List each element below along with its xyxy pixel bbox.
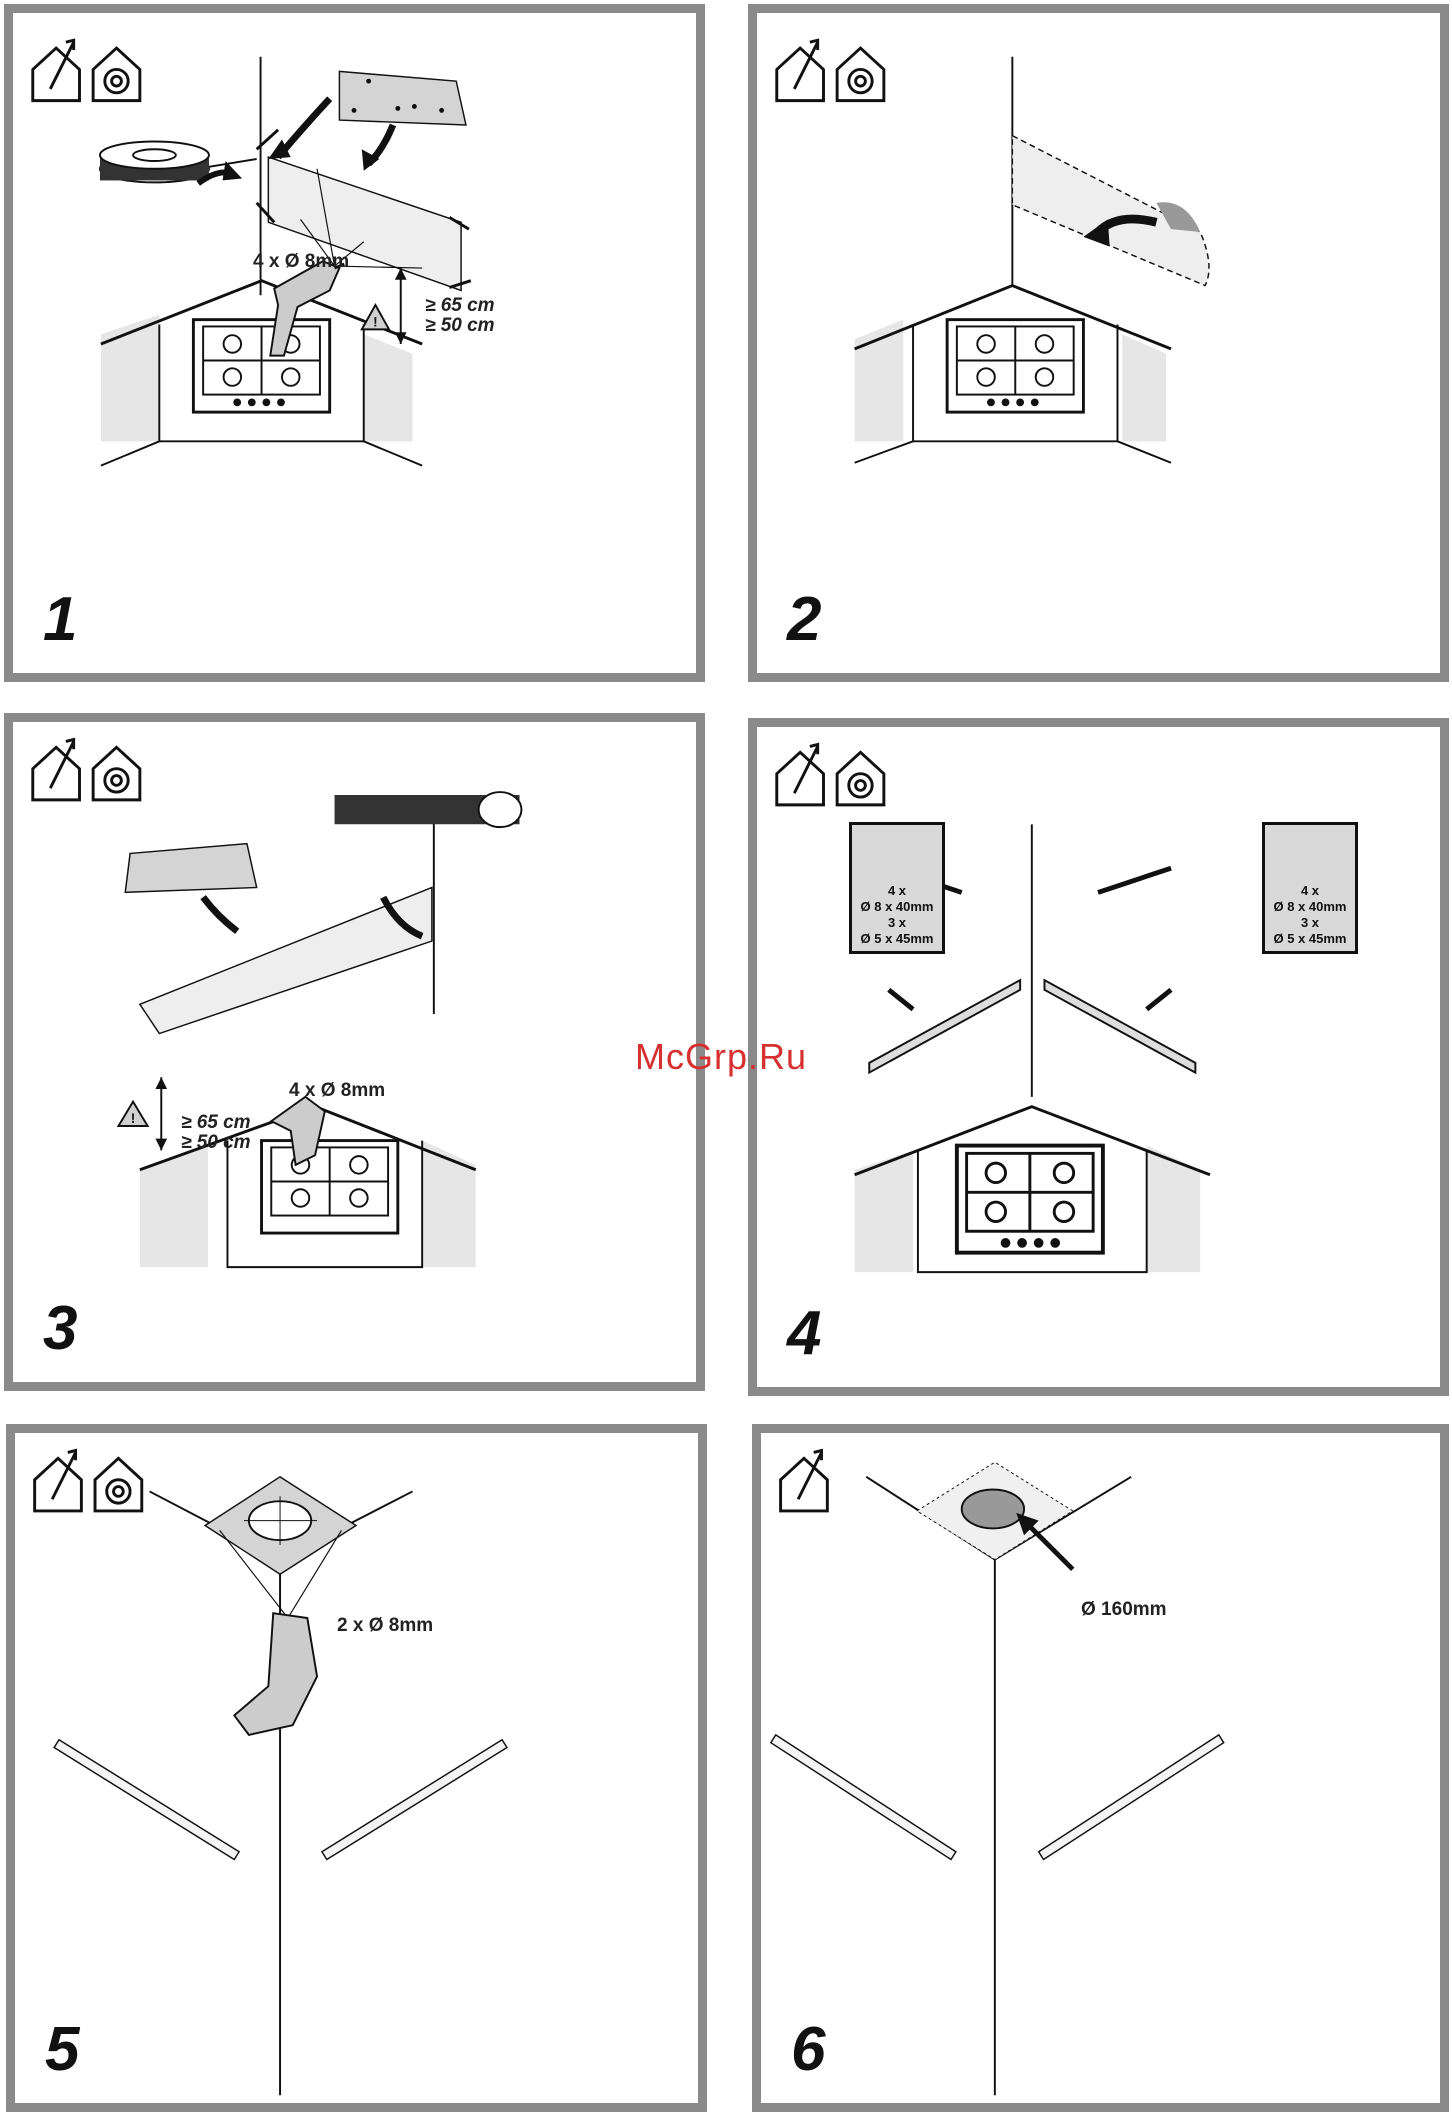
- house-recirculation-icon: [95, 1458, 142, 1511]
- house-recirculation-icon: [93, 747, 140, 800]
- gas-hob-distance-label: ≥ 65 cm: [181, 1112, 251, 1134]
- drill-hole-label: 4 x Ø 8mm: [253, 251, 349, 273]
- house-exhaust-icon: [33, 740, 80, 800]
- illustration-step-5: [15, 1433, 698, 2103]
- drill-hole-label: 4 x Ø 8mm: [289, 1080, 385, 1102]
- house-exhaust-icon: [777, 40, 824, 100]
- panel-step-1: ! 4 x Ø 8mm ≥ 65 cm ≥ 50 cm 1: [4, 4, 705, 682]
- illustration-step-1: !: [13, 13, 696, 673]
- house-recirculation-icon: [837, 752, 884, 805]
- step-number: 2: [787, 589, 821, 651]
- house-recirculation-icon: [93, 48, 140, 101]
- illustration-step-2: [757, 13, 1440, 673]
- duct-hole-label: Ø 160mm: [1081, 1599, 1167, 1621]
- house-exhaust-icon: [781, 1451, 828, 1511]
- svg-text:!: !: [131, 1111, 136, 1126]
- electric-hob-distance-label: ≥ 50 cm: [425, 315, 495, 337]
- step-number: 4: [787, 1303, 821, 1365]
- panel-step-2: 2: [748, 4, 1449, 682]
- house-exhaust-icon: [35, 1451, 82, 1511]
- drill-hole-label: 2 x Ø 8mm: [337, 1615, 433, 1637]
- illustration-step-3: !: [13, 722, 696, 1382]
- illustration-step-6: [761, 1433, 1440, 2103]
- svg-text:!: !: [373, 314, 378, 329]
- step-number: 6: [791, 2019, 825, 2081]
- house-exhaust-icon: [777, 745, 824, 805]
- panel-step-6: Ø 160mm 6: [752, 1424, 1449, 2112]
- watermark: McGrp.Ru: [635, 1036, 807, 1078]
- panel-step-5: 2 x Ø 8mm 5: [6, 1424, 707, 2112]
- house-exhaust-icon: [33, 40, 80, 100]
- house-recirculation-icon: [837, 48, 884, 101]
- electric-hob-distance-label: ≥ 50 cm: [181, 1132, 251, 1154]
- step-number: 3: [43, 1298, 77, 1360]
- panel-step-3: ! 4 x Ø 8mm ≥ 65 cm ≥ 50 cm 3: [4, 713, 705, 1391]
- gas-hob-distance-label: ≥ 65 cm: [425, 295, 495, 317]
- step-number: 5: [45, 2019, 79, 2081]
- step-number: 1: [43, 589, 77, 651]
